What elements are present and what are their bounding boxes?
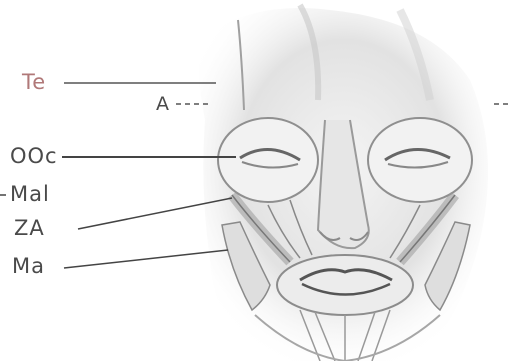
label-a: A xyxy=(156,95,170,114)
label-mal: Mal xyxy=(10,184,50,205)
label-te-text: Te xyxy=(22,72,46,93)
right-orbicularis-oculi xyxy=(368,118,472,202)
label-ma: Ma xyxy=(12,256,45,277)
label-ooc: OOc xyxy=(10,146,58,167)
ma-leader-line xyxy=(64,250,228,268)
orbicularis-oris xyxy=(277,255,413,315)
label-za: ZA xyxy=(14,218,45,239)
left-orbicularis-oculi xyxy=(218,118,318,202)
